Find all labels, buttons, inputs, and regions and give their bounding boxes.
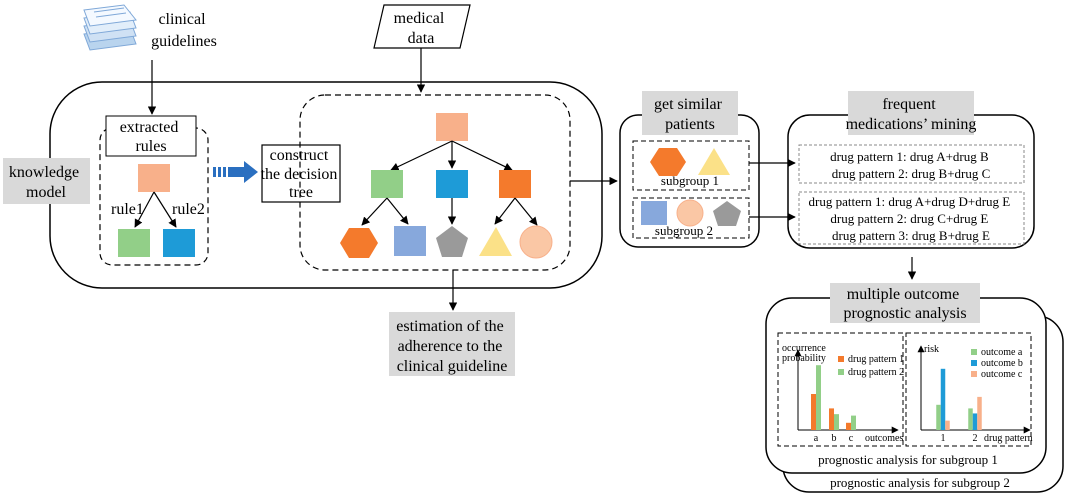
- subgroup1-label: subgroup 1: [661, 173, 719, 188]
- x-tick-label: b: [832, 433, 837, 444]
- subgroup2-box: [632, 197, 750, 239]
- chart2-panel: [905, 332, 1032, 447]
- bar-b-1: [829, 408, 834, 430]
- tree-node-green: [371, 170, 403, 198]
- hexagon-icon: [650, 148, 686, 176]
- similar-patients-title: get similar patients: [642, 91, 738, 135]
- subgroup2-label: subgroup 2: [655, 223, 713, 238]
- legend-swatch: [838, 356, 844, 362]
- svg-text:extracted rules: extracted rules: [120, 119, 183, 155]
- bar-c-1: [846, 422, 851, 430]
- rule1-label: rule1: [111, 201, 144, 218]
- tree-node-blue: [436, 170, 468, 198]
- knowledge-model-label: knowledge model: [3, 158, 90, 204]
- legend-label: outcome c: [981, 369, 1023, 380]
- svg-text:get similar patients: get similar patients: [654, 96, 726, 133]
- medical-data-node: medical data: [373, 4, 471, 49]
- clinical-guidelines-label: clinical guidelines: [151, 11, 217, 50]
- legend-label: drug pattern 1: [848, 354, 904, 365]
- svg-text:multiple outcome prognos: multiple outcome prognostic analysis: [843, 286, 966, 322]
- legend-label: outcome b: [981, 358, 1023, 369]
- bar-a-1: [811, 394, 816, 430]
- legend-label: drug pattern 2: [848, 367, 904, 378]
- document-stack-icon: [83, 4, 137, 51]
- y-axis-label: occurrence: [782, 343, 826, 354]
- tree-root-square: [436, 113, 468, 141]
- svg-text:construct the decision: construct the decision tree: [261, 147, 342, 201]
- y-axis-label: probability: [782, 353, 826, 364]
- mining-group2-text: drug pattern 1: drug A+drug D+drug E dru…: [809, 194, 1014, 243]
- estimation-label: estimation of the adherence to the clini…: [389, 312, 515, 376]
- prognostic-card-front: [765, 297, 1047, 474]
- mining-group2-box: [798, 191, 1025, 245]
- hexagon-icon: [340, 228, 378, 258]
- rule2-label: rule2: [172, 201, 205, 218]
- legend-swatch: [971, 360, 977, 366]
- rule2-square: [163, 229, 195, 257]
- prognostic-title: multiple outcome prognostic analysis: [830, 283, 980, 323]
- svg-text:knowledge model: knowledge model: [9, 164, 83, 201]
- tree-node-orange: [499, 170, 531, 198]
- light-blue-square-icon: [641, 201, 667, 225]
- x-tick-label: a: [814, 433, 819, 444]
- triangle-icon: [698, 148, 730, 175]
- blue-arrow-icon: [213, 161, 258, 183]
- bar-b-2: [834, 414, 839, 430]
- decision-tree-container: [299, 94, 571, 271]
- circle-icon: [519, 225, 553, 259]
- x-axis-label: drug pattern: [984, 433, 1033, 444]
- bar-2-2: [972, 413, 978, 430]
- legend-swatch: [971, 371, 977, 377]
- rule-root-square: [138, 164, 170, 192]
- extracted-rules-title: extracted rules: [105, 115, 197, 157]
- svg-text:medical data: medical data: [394, 10, 449, 47]
- legend-swatch: [971, 349, 977, 355]
- pentagon-icon: [436, 226, 468, 257]
- triangle-icon: [479, 227, 512, 256]
- circle-icon: [676, 199, 704, 227]
- y-axis-label: risk: [924, 344, 939, 355]
- bar-a-2: [816, 365, 821, 430]
- construct-tree-node: construct the decision tree: [261, 144, 342, 203]
- bar-2-3: [977, 396, 982, 430]
- svg-text:estimation of the adhere: estimation of the adherence to the clini…: [396, 318, 508, 375]
- x-tick-label: 1: [941, 433, 946, 444]
- legend-label: outcome a: [981, 347, 1023, 358]
- bar-2-1: [968, 408, 973, 430]
- bar-c-2: [851, 415, 856, 430]
- mining-title: frequent medications’ mining: [846, 91, 977, 135]
- chart1-panel: [777, 332, 904, 447]
- mining-group1-box: [798, 144, 1025, 184]
- svg-text:frequent medications’ mi: frequent medications’ mining: [846, 96, 977, 133]
- legend-swatch: [838, 369, 844, 375]
- x-axis-label: outcomes: [865, 433, 903, 444]
- pentagon-icon: [713, 201, 741, 226]
- bar-1-3: [945, 420, 950, 430]
- rule1-square: [118, 229, 150, 257]
- light-blue-square-icon: [394, 226, 426, 256]
- x-tick-label: c: [849, 433, 854, 444]
- prognostic-caption-subgroup2: prognostic analysis for subgroup 2: [830, 475, 1010, 490]
- x-tick-label: 2: [973, 433, 978, 444]
- bar-1-1: [936, 404, 941, 430]
- prognostic-caption-subgroup1: prognostic analysis for subgroup 1: [818, 452, 998, 467]
- mining-group1-text: drug pattern 1: drug A+drug B drug patte…: [830, 149, 992, 181]
- bar-1-2: [940, 368, 946, 430]
- subgroup1-box: [632, 140, 750, 191]
